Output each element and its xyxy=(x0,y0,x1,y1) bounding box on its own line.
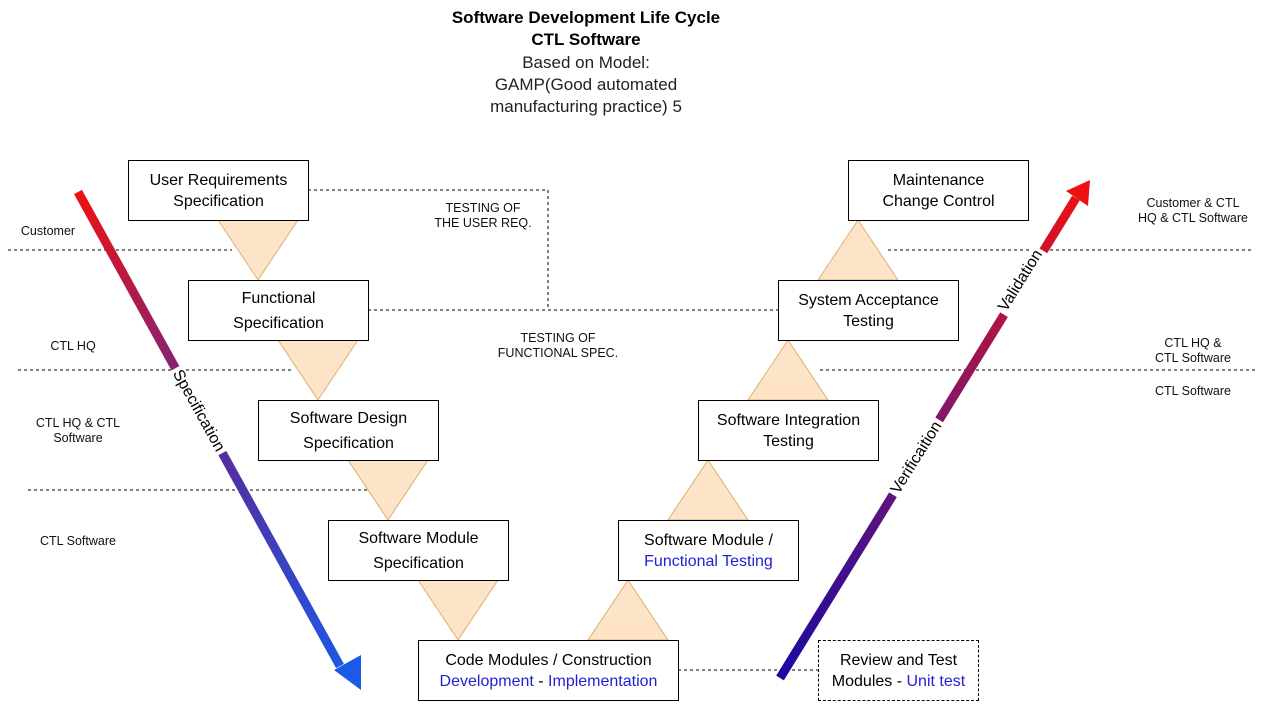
box-line: Software Design xyxy=(289,409,408,427)
box-line: Development - Implementation xyxy=(440,671,658,692)
model-line-1: Based on Model: xyxy=(522,53,650,72)
box-line: Testing xyxy=(763,432,814,450)
box-line: Software Module / xyxy=(644,531,773,549)
box-line: Code Modules / Construction xyxy=(445,651,652,669)
box-line: Functional xyxy=(241,289,316,307)
label-line: Software xyxy=(53,431,103,445)
system-acceptance-testing-box[interactable]: System Acceptance Testing xyxy=(778,280,959,341)
box-line: Specification xyxy=(233,314,324,332)
user-requirements-spec-box[interactable]: User Requirements Specification xyxy=(128,160,309,221)
box-line: Software Integration xyxy=(716,411,861,429)
label-line: TESTING OF xyxy=(445,201,521,215)
testing-user-req-label: TESTING OF THE USER REQ. xyxy=(418,201,548,231)
label-line: HQ & CTL Software xyxy=(1138,211,1248,225)
implementation-link[interactable]: Implementation xyxy=(548,672,658,690)
role-customer: Customer xyxy=(20,224,76,238)
diagram-subtitle: CTL Software xyxy=(531,30,641,49)
specification-arrow-head xyxy=(334,655,361,690)
box-line: Specification xyxy=(373,554,464,572)
unit-test-link[interactable]: Unit test xyxy=(906,672,966,690)
software-module-spec-box[interactable]: Software Module Specification xyxy=(328,520,509,581)
box-line: User Requirements xyxy=(149,171,288,189)
role-customer-ctl-hq: Customer & CTL HQ & CTL Software xyxy=(1128,196,1258,226)
development-link[interactable]: Development xyxy=(439,672,534,690)
box-line: Maintenance xyxy=(892,171,985,189)
box-line: Modules - Unit test xyxy=(832,671,965,692)
user-req-test-connector xyxy=(308,189,549,310)
triangle-code xyxy=(587,579,669,641)
label-line: TESTING OF xyxy=(520,331,596,345)
role-ctl-hq-right: CTL HQ & CTL Software xyxy=(1138,336,1248,366)
box-line: Testing xyxy=(843,312,894,330)
label-line: THE USER REQ. xyxy=(434,216,532,230)
triangle-smft xyxy=(667,459,749,521)
model-description: Based on Model: GAMP(Good automated manu… xyxy=(386,52,786,118)
modules-text: Modules - xyxy=(831,672,907,690)
separator: - xyxy=(533,672,549,690)
triangle-sit xyxy=(747,339,829,401)
functional-spec-box[interactable]: Functional Specification xyxy=(188,280,369,341)
box-line: Specification xyxy=(303,434,394,452)
role-ctl-hq: CTL HQ xyxy=(50,339,96,353)
label-line: CTL Software xyxy=(1155,351,1231,365)
model-line-3: manufacturing practice) 5 xyxy=(490,97,682,116)
box-line: Review and Test xyxy=(839,651,958,669)
functional-testing-link[interactable]: Functional Testing xyxy=(644,552,773,570)
box-line: System Acceptance xyxy=(798,291,939,309)
label-line: Customer & CTL xyxy=(1146,196,1240,210)
software-design-spec-box[interactable]: Software Design Specification xyxy=(258,400,439,461)
box-line: Software Module xyxy=(358,529,479,547)
testing-functional-spec-label: TESTING OF FUNCTIONAL SPEC. xyxy=(478,331,638,361)
role-ctl-software-left: CTL Software xyxy=(40,534,116,548)
validation-arrow-head xyxy=(1066,180,1090,206)
label-line: FUNCTIONAL SPEC. xyxy=(497,346,619,360)
maintenance-change-control-box[interactable]: Maintenance Change Control xyxy=(848,160,1029,221)
label-line: CTL HQ & CTL xyxy=(35,416,121,430)
triangle-sms xyxy=(417,579,499,641)
triangle-sat xyxy=(817,219,899,281)
code-modules-box[interactable]: Code Modules / Construction Development … xyxy=(418,640,679,701)
label-line: CTL HQ & xyxy=(1164,336,1222,350)
model-line-2: GAMP(Good automated xyxy=(494,75,678,94)
box-line: Change Control xyxy=(882,192,995,210)
software-module-functional-testing-box[interactable]: Software Module / Functional Testing xyxy=(618,520,799,581)
review-test-modules-box[interactable]: Review and Test Modules - Unit test xyxy=(818,640,979,701)
box-line: Specification xyxy=(173,192,264,210)
role-ctl-software-right: CTL Software xyxy=(1155,384,1231,398)
diagram-title: Software Development Life Cycle xyxy=(451,8,721,27)
software-integration-testing-box[interactable]: Software Integration Testing xyxy=(698,400,879,461)
role-ctl-hq-ctl-software: CTL HQ & CTL Software xyxy=(18,416,138,446)
